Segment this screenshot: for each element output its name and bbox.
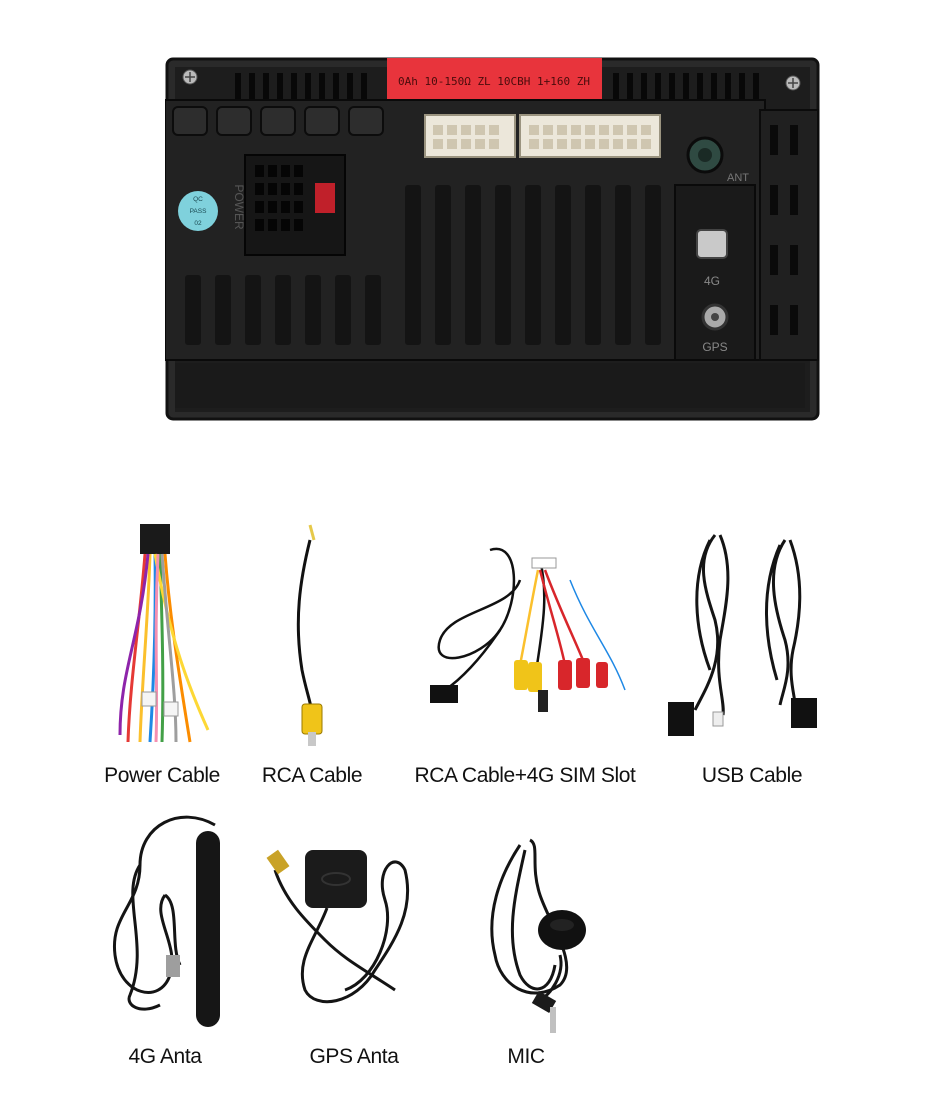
4g-antenna-label: 4G Anta bbox=[128, 1045, 202, 1068]
harness-connector bbox=[424, 114, 661, 158]
head-unit-back-panel: 0Ah 10-150Ω ZL 10CBH 1+160 ZH bbox=[165, 55, 820, 425]
gps-antenna-label: GPS Anta bbox=[309, 1045, 399, 1068]
svg-text:02: 02 bbox=[194, 220, 202, 227]
svg-text:QC: QC bbox=[193, 196, 203, 203]
gps-label: GPS bbox=[702, 340, 727, 354]
fuse-icon bbox=[315, 183, 335, 213]
mic-image bbox=[470, 835, 600, 1040]
usb-cable-image bbox=[665, 530, 825, 740]
4g-antenna-port bbox=[696, 229, 728, 259]
sticker-text: 0Ah 10-150Ω ZL 10CBH 1+160 ZH bbox=[398, 75, 590, 88]
usb-cable-label: USB Cable bbox=[701, 764, 803, 787]
warning-sticker bbox=[387, 58, 602, 102]
rca-cable-image bbox=[280, 520, 340, 750]
gps-antenna-image bbox=[265, 840, 430, 1015]
head-unit-image: 0Ah 10-150Ω ZL 10CBH 1+160 ZH bbox=[165, 57, 820, 421]
ant-label: ANT bbox=[727, 172, 749, 184]
rca-sim-label: RCA Cable+4G SIM Slot bbox=[414, 764, 636, 787]
rca-sim-cable-image bbox=[420, 540, 640, 720]
rca-cable-label: RCA Cable bbox=[261, 764, 363, 787]
power-cable-image bbox=[110, 520, 220, 750]
power-cable-label: Power Cable bbox=[104, 764, 220, 787]
mic-label: MIC bbox=[507, 1045, 545, 1068]
qc-pass-badge: QC PASS 02 bbox=[178, 191, 218, 231]
svg-text:PASS: PASS bbox=[190, 208, 208, 215]
4g-antenna-image bbox=[100, 805, 250, 1030]
4g-label: 4G bbox=[704, 274, 720, 288]
power-label: POWER bbox=[232, 184, 246, 230]
